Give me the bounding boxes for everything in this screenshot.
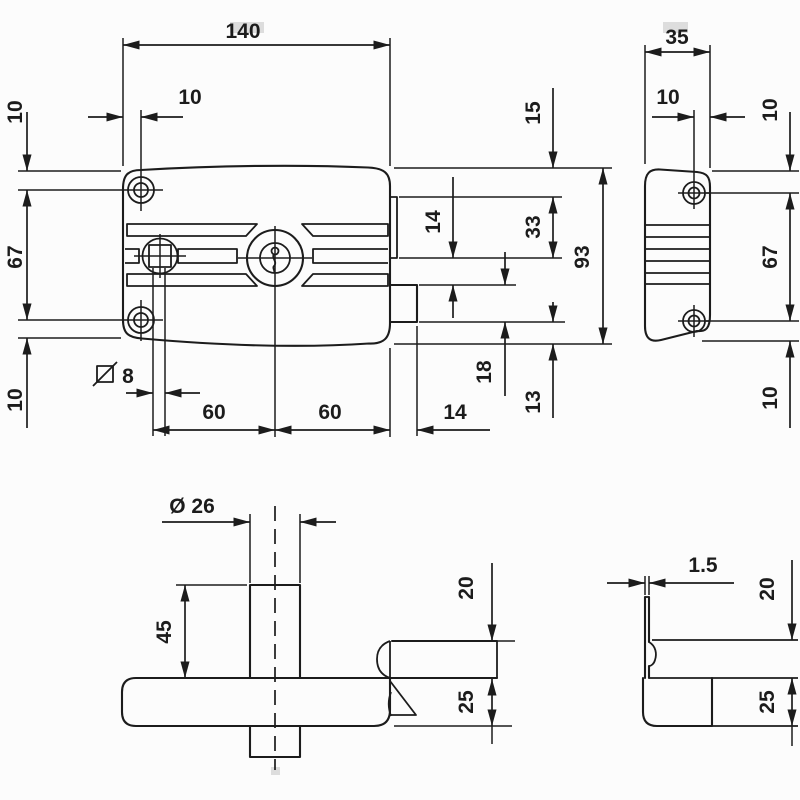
side-view [643,168,712,342]
faceplate-section-view [641,595,798,728]
dim-faceplate-plate: 25 [756,690,779,714]
side-ribs [645,224,710,285]
dim-side-hole-offset: 10 [656,86,679,109]
scan-artifact [663,22,688,33]
dim-front-left-bottom: 10 [4,388,27,411]
faceplate-wall [643,595,657,680]
dim-front-left-mid: 67 [4,245,27,268]
dim-cylinder-plate: 25 [455,690,478,714]
bolt-protrusion [388,283,419,324]
dim-cylinder-latch: 20 [455,576,478,599]
front-view [120,164,419,437]
dim-front-right-15: 15 [522,101,545,125]
cylinder-dimensions: Ø 26 45 20 25 [153,495,515,744]
dim-cylinder-stem: 45 [153,620,176,644]
screw-hole-top [120,170,163,211]
dim-front-hole-offset: 10 [178,86,201,109]
dim-front-left-top: 10 [4,100,27,123]
cylinder-section-view [120,506,499,770]
dim-front-right-93: 93 [571,245,594,268]
face-grooves [125,223,389,287]
dim-front-bottom-60a: 60 [202,401,225,424]
latch-tip [648,641,657,667]
scan-artifact [230,22,264,33]
edge-notch [390,196,398,259]
dim-front-right-18: 18 [473,360,496,384]
dim-front-bottom-60b: 60 [318,401,341,424]
dim-faceplate-thickness: 1.5 [688,554,718,577]
faceplate-dimensions: 1.5 20 25 [607,554,797,746]
side-plate-outline [643,168,712,342]
cylinder-stub-below [248,724,302,759]
dim-spindle-square: 8 [122,365,134,388]
dim-cylinder-diameter: Ø 26 [169,495,215,518]
plate-cross-section [641,676,714,728]
lock-cylinder [238,226,312,437]
latch-bolt [376,639,499,717]
dim-side-right-mid: 67 [759,245,782,268]
dim-front-right-13: 13 [522,390,545,413]
dim-front-right-33: 33 [522,215,545,238]
side-screw-hole-top [678,177,709,209]
dim-side-right-bottom: 10 [759,386,782,409]
dim-faceplate-latch: 20 [756,577,779,600]
dim-front-right-14: 14 [422,210,445,234]
dim-side-right-top: 10 [759,98,782,121]
side-dimensions: 35 10 10 67 10 [644,26,799,428]
front-dimensions: 140 10 10 67 10 8 60 60 14 [4,20,612,437]
dim-front-width: 140 [225,20,260,43]
base-plate-bar [120,676,392,728]
screw-hole-bottom [120,300,163,341]
dim-side-width: 35 [665,26,689,49]
square-symbol-icon [92,361,118,387]
dim-front-bottom-14: 14 [443,401,467,424]
side-screw-hole-bottom [678,305,709,337]
scan-artifact [271,767,280,775]
